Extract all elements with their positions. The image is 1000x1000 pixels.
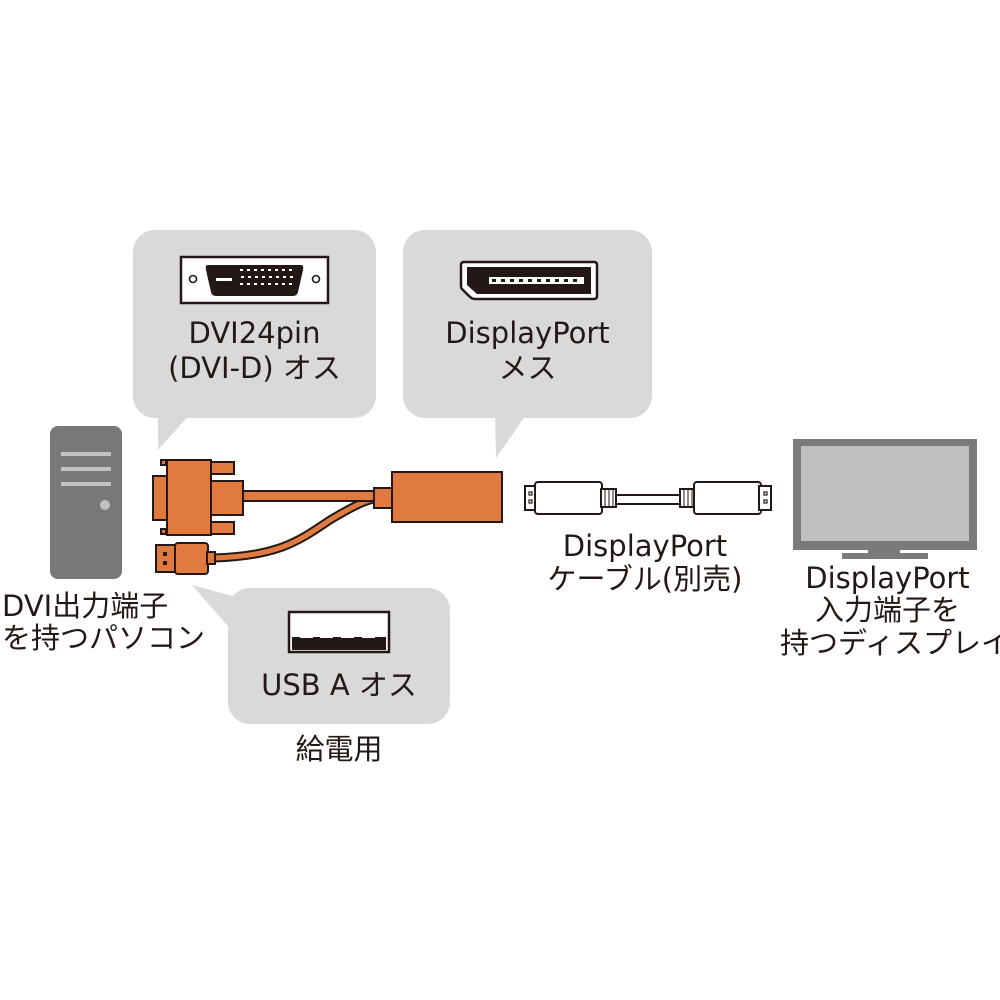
pc-label-line2: を持つパソコン [2, 621, 206, 656]
dvi-pin [268, 283, 271, 285]
dvi-callout-label: DVI24pin (DVI-D) オス [133, 316, 376, 387]
cable-label: DisplayPort ケーブル(別売) [540, 529, 750, 597]
dvi-pin [254, 269, 257, 271]
displayport-callout-pointer [495, 412, 528, 458]
usb-callout-line1: USB A オス [261, 668, 417, 702]
display-label-line1: DisplayPort [805, 561, 970, 595]
dvi-pin [268, 269, 271, 271]
dvi-pin [255, 276, 258, 278]
cable-label-line1: DisplayPort [562, 529, 728, 563]
pc-label-line1: DVI出力端子 [2, 589, 169, 623]
displayport-callout-label: DisplayPort メス [403, 316, 652, 387]
dvi-pin [276, 276, 279, 278]
dvi-pin [240, 269, 243, 271]
dp-pin [501, 279, 505, 282]
dvi-pin [241, 276, 244, 278]
usb-callout-label: USB A オス [228, 668, 450, 703]
dvi-pin [289, 269, 292, 271]
dp-pin [555, 279, 559, 282]
dvi-callout-line2: (DVI-D) オス [168, 351, 341, 386]
dvi-pin [254, 283, 257, 285]
dvi-pin [283, 276, 286, 278]
dp-pin [492, 279, 496, 282]
usb-callout-pointer [192, 585, 240, 640]
dvi-pin [282, 283, 285, 285]
dvi-callout-pointer [158, 412, 192, 450]
dvi-pin [262, 276, 265, 278]
displayport-callout-line2: メス [498, 351, 557, 386]
dvi-pin [240, 283, 243, 285]
dvi-pin [247, 283, 250, 285]
pc-label: DVI出力端子 を持つパソコン [2, 589, 206, 656]
dvi-pin [282, 269, 285, 271]
dp-pin [510, 279, 514, 282]
dvi-pin [261, 283, 264, 285]
dp-pin [519, 279, 523, 282]
dvi-pin [289, 283, 292, 285]
cable-label-line2: ケーブル(別売) [547, 562, 743, 597]
dvi-pin [275, 283, 278, 285]
dp-pin [537, 279, 541, 282]
dp-pin [528, 279, 532, 282]
dvi-pin [290, 276, 293, 278]
usb-callout-bubble [228, 588, 450, 724]
dvi-pin [275, 269, 278, 271]
usb-purpose-label: 給電用 [295, 732, 383, 766]
dp-pin [564, 279, 568, 282]
dvi-pin [261, 269, 264, 271]
display-label-line2: 入力端子を [814, 593, 960, 628]
dvi-pin [248, 276, 251, 278]
display-label: DisplayPort 入力端子を 持つディスプレイ [780, 561, 1000, 660]
dvi-pin [269, 276, 272, 278]
dp-pin [573, 279, 577, 282]
dp-pin [546, 279, 550, 282]
dvi-pin [247, 269, 250, 271]
display-label-line3: 持つディスプレイ [780, 625, 1000, 660]
displayport-callout-line1: DisplayPort [445, 316, 610, 350]
dvi-callout-line1: DVI24pin [188, 316, 321, 350]
